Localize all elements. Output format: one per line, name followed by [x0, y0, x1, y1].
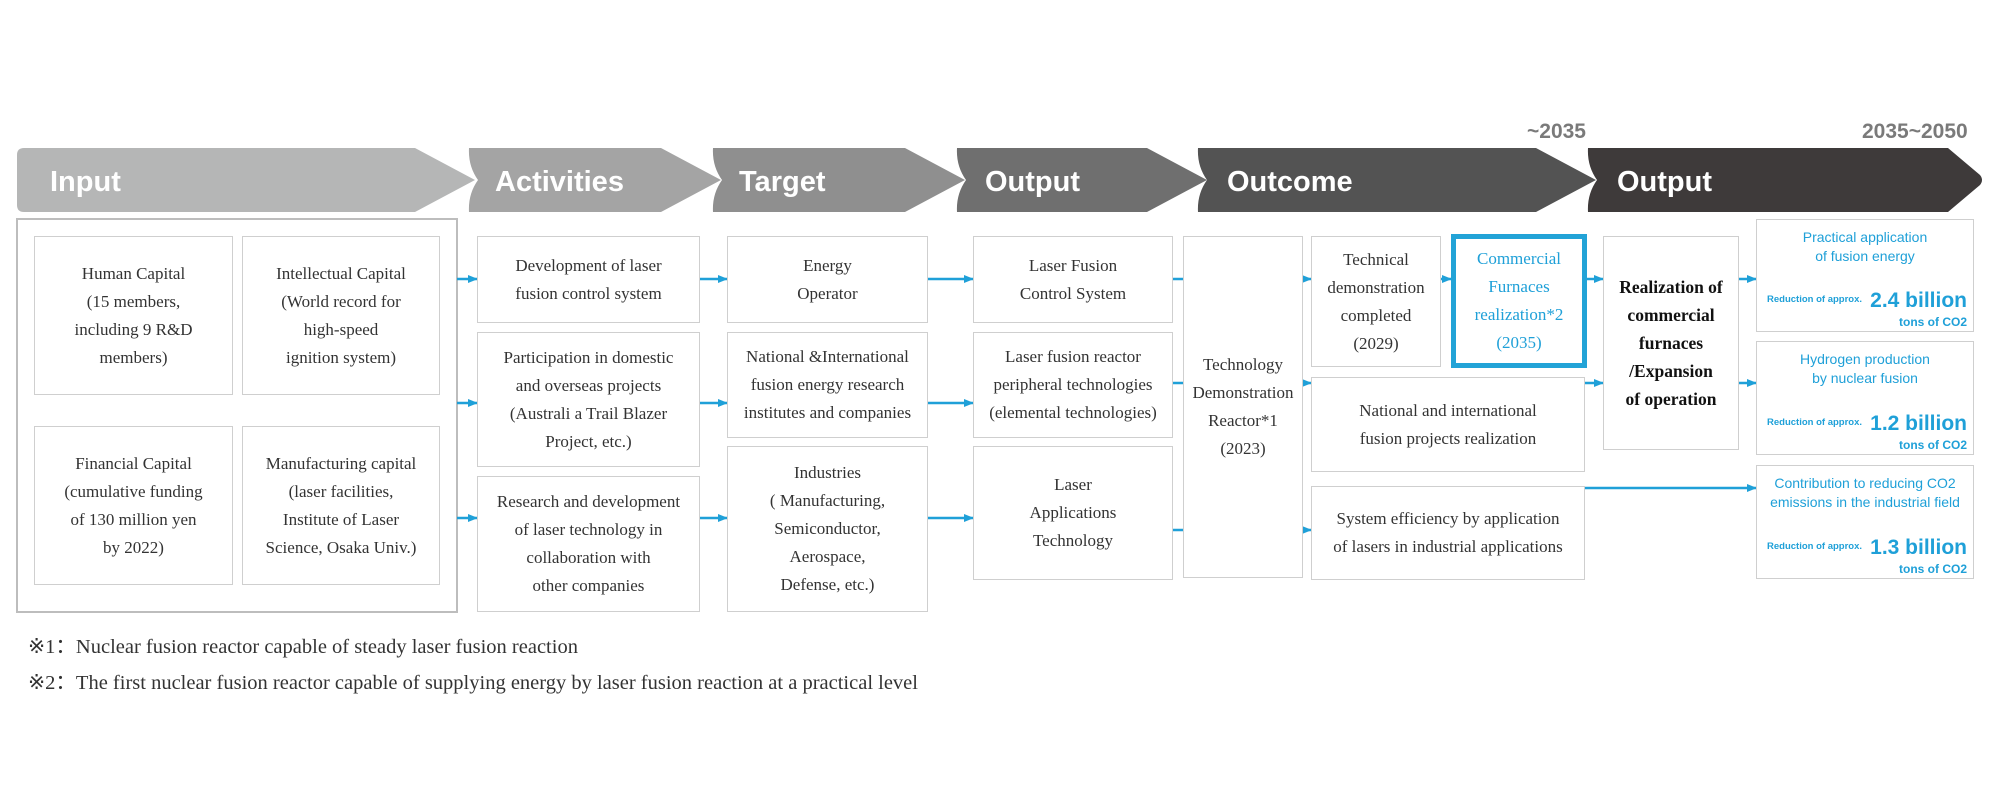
stage-arrow-input	[17, 148, 475, 212]
technical-demo-box: Technical demonstration completed (2029)	[1311, 236, 1441, 367]
stage-arrow-activities	[468, 148, 721, 212]
result-box-industrial: Contribution to reducing CO2 emissions i…	[1756, 465, 1974, 579]
intellectual-capital-box: Intellectual Capital (World record for h…	[242, 236, 440, 395]
output-box-1: Laser Fusion Control System	[973, 236, 1173, 323]
activity-box-3: Research and development of laser techno…	[477, 476, 700, 612]
result-unit: tons of CO2	[1899, 315, 1967, 329]
system-efficiency-box: System efficiency by application of lase…	[1311, 486, 1585, 580]
manufacturing-capital-box: Manufacturing capital (laser facilities,…	[242, 426, 440, 585]
period-label-2035: ~2035	[1527, 120, 1586, 143]
footnote-2: ※2：The first nuclear fusion reactor capa…	[28, 672, 918, 694]
reactor-box: Technology Demonstration Reactor*1 (2023…	[1183, 236, 1303, 578]
stage-arrow-target	[712, 148, 965, 212]
header-arrows	[17, 148, 1982, 212]
stage-label-final-output: Output	[1617, 166, 1713, 198]
stage-arrow-outcome	[1197, 148, 1596, 212]
target-box-1: Energy Operator	[727, 236, 928, 323]
output-box-3: Laser Applications Technology	[973, 446, 1173, 580]
result-title: Practical application of fusion energy	[1802, 229, 1928, 264]
stage-arrow-final-output	[1587, 148, 1982, 212]
commercial-furnaces-box: Commercial Furnaces realization*2 (2035)	[1451, 234, 1587, 368]
footnote-1: ※1：Nuclear fusion reactor capable of ste…	[28, 636, 578, 658]
period-label-2035-2050: 2035~2050	[1862, 120, 1968, 143]
target-box-3: Industries ( Manufacturing, Semiconducto…	[727, 446, 928, 612]
result-reduction-label: Reduction of approx.	[1767, 541, 1862, 552]
activity-box-2: Participation in domestic and overseas p…	[477, 332, 700, 467]
stage-label-output: Output	[985, 166, 1081, 198]
stage-label-outcome: Outcome	[1227, 166, 1353, 198]
activity-box-1: Development of laser fusion control syst…	[477, 236, 700, 323]
result-title: Hydrogen production by nuclear fusion	[1800, 351, 1930, 386]
human-capital-box: Human Capital (15 members, including 9 R…	[34, 236, 233, 395]
result-amount: 1.3 billion	[1870, 536, 1967, 559]
target-box-2: National &International fusion energy re…	[727, 332, 928, 438]
result-box-hydrogen: Hydrogen production by nuclear fusion Re…	[1756, 341, 1974, 455]
stage-label-input: Input	[50, 166, 121, 198]
stage-arrow-output	[956, 148, 1207, 212]
result-title: Contribution to reducing CO2 emissions i…	[1770, 475, 1960, 510]
financial-capital-box: Financial Capital (cumulative funding of…	[34, 426, 233, 585]
result-unit: tons of CO2	[1899, 438, 1967, 452]
output-box-2: Laser fusion reactor peripheral technolo…	[973, 332, 1173, 438]
result-amount: 1.2 billion	[1870, 412, 1967, 435]
result-unit: tons of CO2	[1899, 562, 1967, 576]
stage-label-target: Target	[739, 166, 826, 198]
result-reduction-label: Reduction of approx.	[1767, 294, 1862, 305]
result-amount: 2.4 billion	[1870, 289, 1967, 312]
stage-label-activities: Activities	[495, 166, 624, 198]
realization-box: Realization of commercial furnaces /Expa…	[1603, 236, 1739, 450]
result-reduction-label: Reduction of approx.	[1767, 417, 1862, 428]
national-projects-box: National and international fusion projec…	[1311, 377, 1585, 472]
input-group-frame	[16, 218, 458, 613]
result-box-fusion-energy: Practical application of fusion energy R…	[1756, 219, 1974, 332]
